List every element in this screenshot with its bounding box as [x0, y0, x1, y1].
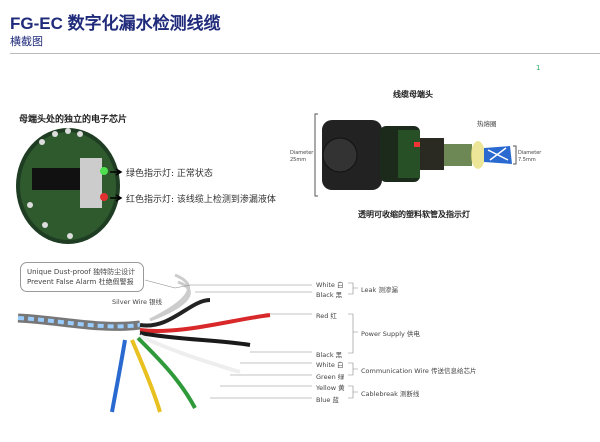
- dust-proof-callout: Unique Dust-proof 独特防尘设计 Prevent False A…: [20, 262, 144, 292]
- callout-line-1: Unique Dust-proof 独特防尘设计: [27, 268, 136, 276]
- connector-caption: 透明可收缩的塑料软管及指示灯: [358, 210, 470, 219]
- group-comm-label: Communication Wire 传送信息给芯片: [361, 367, 477, 375]
- divider: [10, 53, 600, 54]
- group-leak-label: Leak 测渗漏: [361, 286, 398, 294]
- heat-ring-label: 热熔圈: [477, 120, 497, 128]
- group-power-label: Power Supply 供电: [361, 330, 420, 338]
- wire-label: Yellow 黄: [316, 384, 345, 392]
- wire-label: Blue 蓝: [316, 396, 339, 404]
- diameter-right-label: Diameter 7.5mm: [518, 150, 542, 163]
- connector-heading: 线缆母端头: [393, 90, 433, 99]
- green-led-label: 绿色指示灯: 正常状态: [126, 169, 213, 179]
- page-number: 1: [536, 64, 541, 72]
- wire-label: White 白: [316, 281, 344, 289]
- red-led-icon: [100, 193, 108, 201]
- page-title: FG-EC 数字化漏水检测线缆: [10, 14, 221, 33]
- cable-image: [17, 273, 358, 413]
- chip-image: [16, 128, 123, 244]
- green-led-icon: [100, 167, 108, 175]
- chip-heading: 母端头处的独立的电子芯片: [19, 115, 128, 125]
- connector-image: [314, 113, 517, 197]
- wire-label: Black 黑: [316, 351, 343, 359]
- wire-label: Black 黑: [316, 291, 343, 299]
- silver-wire-label: Silver Wire 银线: [112, 298, 163, 306]
- wire-label: White 白: [316, 361, 344, 369]
- red-led-label: 红色指示灯: 该线缆上检测到渗漏液体: [126, 195, 276, 205]
- callout-line-2: Prevent False Alarm 杜绝假警报: [27, 278, 134, 286]
- group-cablebreak-label: Cablebreak 测断线: [361, 390, 420, 398]
- page-subtitle: 横截图: [10, 35, 43, 48]
- diameter-left-label: Diameter 25mm: [290, 150, 314, 163]
- wire-label: Red 红: [316, 312, 337, 320]
- wire-label: Green 绿: [316, 373, 345, 381]
